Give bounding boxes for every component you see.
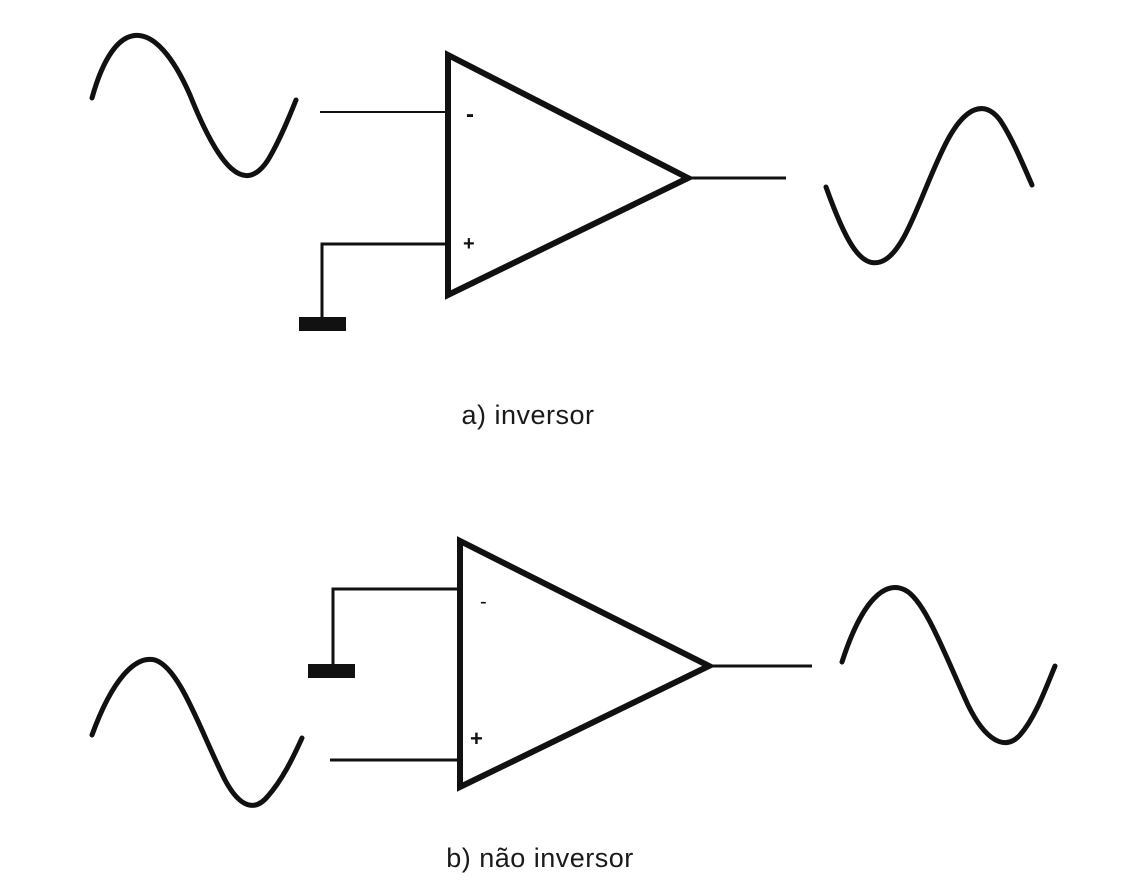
caption-inverting: a) inversor [461, 400, 595, 430]
plus-input-label-b: + [470, 726, 483, 751]
plus-input-label-a: + [463, 233, 475, 255]
ground-wire-b [331, 587, 460, 668]
non-inverting-amplifier: - + [89, 536, 1058, 808]
inverting-amplifier: - + [89, 33, 1035, 331]
input-sine-wave-a [89, 33, 299, 179]
output-sine-wave-a [823, 106, 1035, 266]
input-sine-wave-b [89, 656, 305, 808]
ground-symbol-b [308, 664, 355, 678]
opamp-triangle-b [457, 536, 716, 792]
minus-input-label-b: - [480, 591, 487, 613]
opamp-triangle-a [445, 50, 695, 300]
output-sine-wave-b [839, 585, 1058, 746]
ground-symbol-a [299, 317, 346, 331]
minus-input-label-a: - [466, 101, 474, 128]
caption-non-inverting: b) não inversor [446, 843, 634, 873]
ground-wire-a [320, 242, 448, 322]
